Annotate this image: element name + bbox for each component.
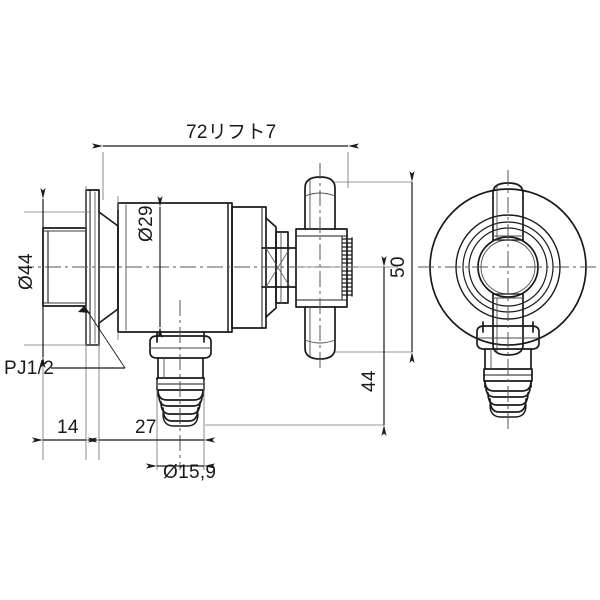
- centerlines: [18, 163, 598, 470]
- label-nipple-diameter: Ø15,9: [163, 462, 216, 483]
- leader-line-pj12: [83, 305, 126, 369]
- leader-arrowhead-pj12: [78, 306, 90, 313]
- label-offset-27: 27: [135, 417, 157, 438]
- dimension-lines: [32, 143, 415, 469]
- label-height-44: 44: [359, 370, 380, 392]
- dimension-labels: 72リフト7 Ø29 Ø44 PJ1/2 50 44 14 27 Ø15,9: [4, 122, 409, 483]
- label-overall-length: 72リフト7: [186, 122, 277, 143]
- outlet-nipple-shank: [157, 357, 204, 379]
- label-height-50: 50: [388, 256, 409, 278]
- side-view-assembly: [42, 176, 353, 427]
- handle-hub: [295, 228, 348, 308]
- valve-stem-shaft: [261, 247, 297, 288]
- label-flange-diameter: Ø44: [16, 253, 37, 290]
- label-thread-spec: PJ1/2: [4, 358, 54, 379]
- label-inlet-length: 14: [57, 417, 79, 438]
- label-body-diameter: Ø29: [136, 205, 157, 242]
